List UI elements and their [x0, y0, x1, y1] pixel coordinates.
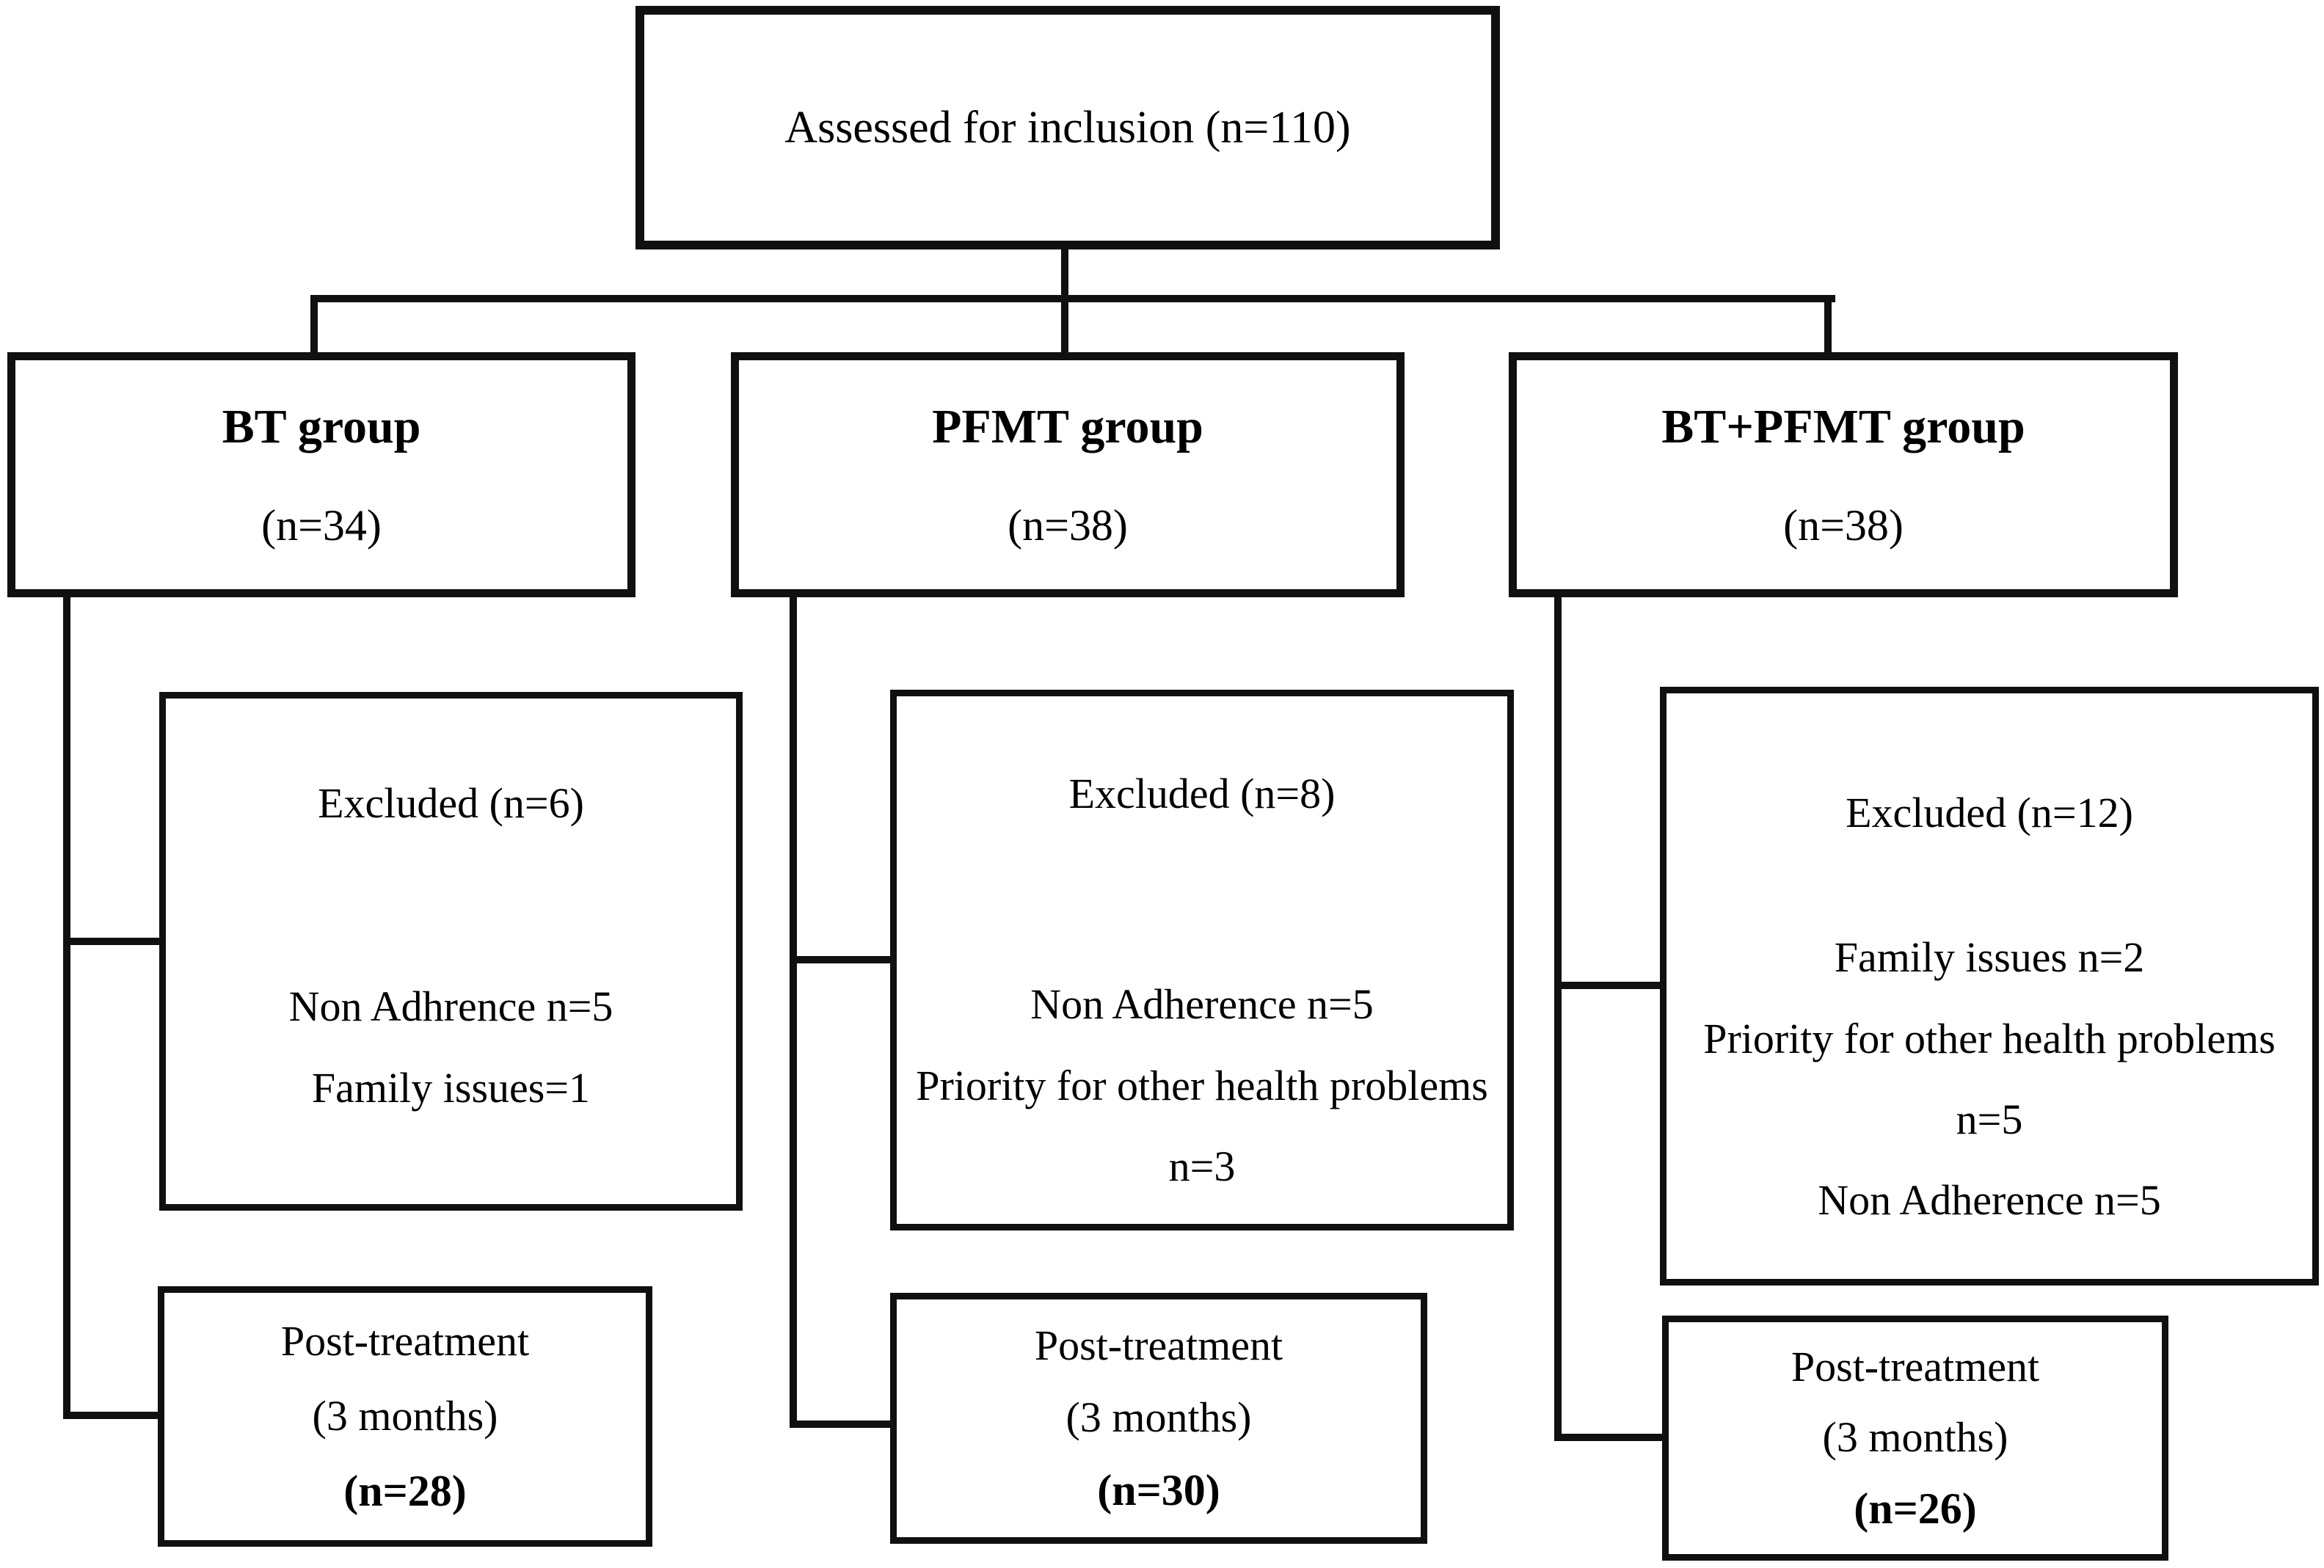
post-treatment-box-bt-pfmt: Post-treatment (3 months) (n=26) [1662, 1316, 2168, 1561]
post-treatment-box-bt: Post-treatment (3 months) (n=28) [158, 1286, 652, 1547]
post-bt-n: (n=28) [343, 1466, 467, 1515]
excluded-box-pfmt: Excluded (n=8) Non Adherence n=5 Priorit… [890, 690, 1514, 1230]
excluded-pfmt-title: Excluded (n=8) [1068, 770, 1336, 817]
group-bt-pfmt-n: (n=38) [1783, 500, 1904, 550]
post-bt-line2: (3 months) [312, 1391, 498, 1440]
group-box-bt-pfmt: BT+PFMT group (n=38) [1509, 352, 2178, 597]
connector-right-drop [1824, 295, 1832, 357]
excluded-pfmt-reason-1: Non Adherence n=5 [1030, 980, 1374, 1029]
connector-bt-pfmt-vertical [1554, 594, 1562, 1441]
excluded-bt-reason-1: Non Adhrence n=5 [288, 982, 613, 1031]
post-bt-pfmt-line2: (3 months) [1822, 1413, 2008, 1461]
excluded-bt-pfmt-reasons: Family issues n=2 Priority for other hea… [1666, 917, 2312, 1241]
connector-left-drop [310, 295, 318, 357]
excluded-bt-reasons: Non Adhrence n=5 Family issues=1 [289, 966, 613, 1128]
connector-bt-pfmt-post-stub [1554, 1434, 1669, 1441]
post-pfmt-line1: Post-treatment [1034, 1321, 1283, 1370]
excluded-bt-pfmt-reason-3: Non Adherence n=5 [1818, 1175, 2161, 1224]
connector-pfmt-vertical [790, 594, 797, 1428]
post-bt-pfmt-n: (n=26) [1854, 1484, 1977, 1533]
post-treatment-box-pfmt: Post-treatment (3 months) (n=30) [890, 1293, 1427, 1544]
connector-pfmt-excluded-stub [790, 956, 897, 963]
connector-distribution-horizontal [310, 295, 1835, 302]
assessed-box: Assessed for inclusion (n=110) [635, 6, 1500, 249]
excluded-pfmt-reasons: Non Adherence n=5 Priority for other hea… [897, 964, 1507, 1207]
assessed-label: Assessed for inclusion (n=110) [784, 102, 1351, 153]
group-bt-pfmt-title: BT+PFMT group [1661, 400, 2025, 454]
group-pfmt-n: (n=38) [1008, 500, 1128, 550]
connector-pfmt-post-stub [790, 1421, 897, 1428]
excluded-box-bt: Excluded (n=6) Non Adhrence n=5 Family i… [159, 692, 743, 1211]
post-bt-pfmt-line1: Post-treatment [1791, 1343, 2040, 1391]
connector-bt-pfmt-excluded-stub [1554, 982, 1667, 989]
group-bt-title: BT group [222, 400, 421, 454]
excluded-box-bt-pfmt: Excluded (n=12) Family issues n=2 Priori… [1660, 687, 2319, 1286]
post-pfmt-line2: (3 months) [1066, 1393, 1252, 1441]
group-box-pfmt: PFMT group (n=38) [731, 352, 1405, 597]
excluded-bt-pfmt-reason-1: Family issues n=2 [1834, 933, 2145, 982]
connector-bt-excluded-stub [63, 938, 167, 945]
group-box-bt: BT group (n=34) [7, 352, 635, 597]
connector-bt-post-stub [63, 1412, 165, 1419]
group-bt-n: (n=34) [261, 500, 382, 550]
excluded-bt-title: Excluded (n=6) [318, 779, 584, 827]
post-bt-line1: Post-treatment [280, 1317, 530, 1365]
group-pfmt-title: PFMT group [932, 400, 1203, 454]
excluded-pfmt-reason-2: Priority for other health problems n=3 [916, 1061, 1488, 1190]
post-pfmt-n: (n=30) [1097, 1465, 1220, 1514]
connector-bt-vertical [63, 594, 70, 1419]
excluded-bt-pfmt-reason-2: Priority for other health problems n=5 [1703, 1014, 2276, 1143]
excluded-bt-reason-2: Family issues=1 [311, 1063, 591, 1112]
excluded-bt-pfmt-title: Excluded (n=12) [1846, 789, 2133, 836]
